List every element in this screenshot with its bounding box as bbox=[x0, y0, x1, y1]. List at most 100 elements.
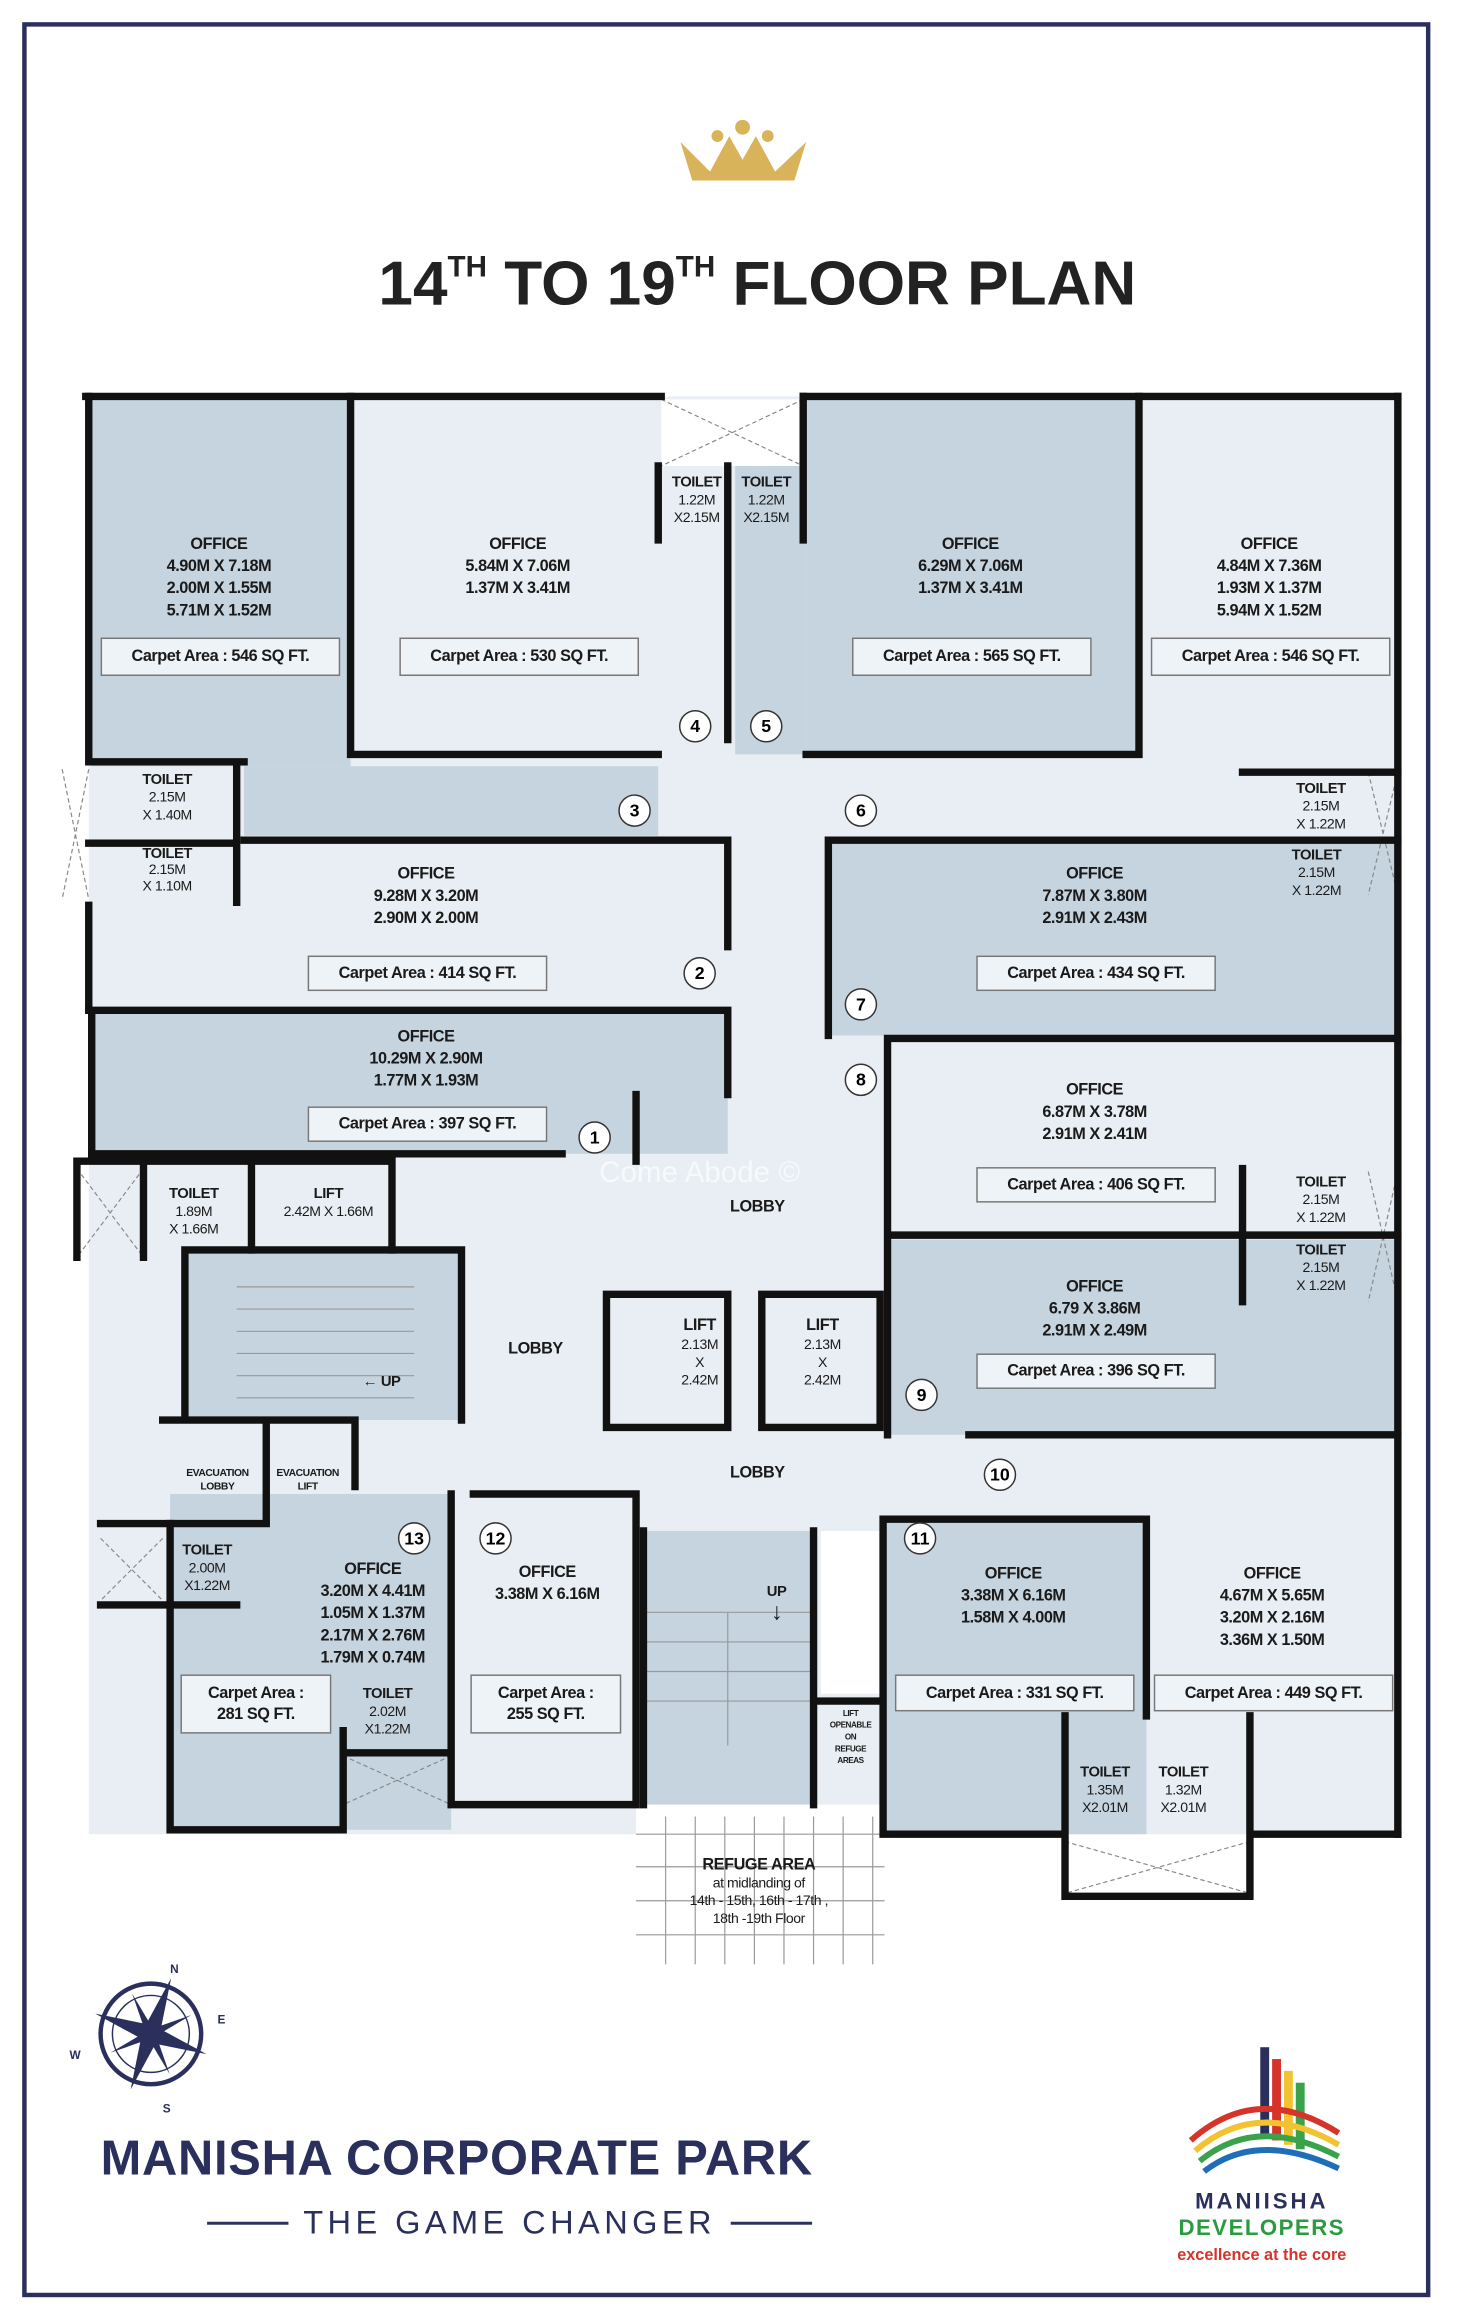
office-dims: 7.87M X 3.80M bbox=[1042, 887, 1147, 906]
office-dims: 3.36M X 1.50M bbox=[1219, 1631, 1325, 1650]
office-dims: 2.17M X 2.76M bbox=[320, 1627, 426, 1645]
office-label: OFFICE bbox=[1066, 1081, 1124, 1100]
office-dims: 3.20M X 2.16M bbox=[1219, 1609, 1325, 1628]
office-dims: 4.84M X 7.36M bbox=[1216, 557, 1322, 576]
project-tagline: THE GAME CHANGER bbox=[207, 2204, 813, 2242]
svg-text:E: E bbox=[217, 2013, 225, 2027]
carpet-area: Carpet Area :255 SQ FT. bbox=[470, 1674, 622, 1734]
carpet-area: Carpet Area : 530 SQ FT. bbox=[399, 637, 640, 676]
page-border bbox=[22, 22, 1431, 2298]
office-label: OFFICE bbox=[1240, 535, 1298, 554]
project-name: MANISHA CORPORATE PARK bbox=[100, 2130, 813, 2185]
office-dims: 3.20M X 4.41M bbox=[320, 1582, 426, 1601]
unit-number: 6 bbox=[844, 794, 878, 827]
office-dims: 3.38M X 6.16M bbox=[960, 1587, 1066, 1605]
office-dims: 2.91M X 2.49M bbox=[1042, 1322, 1147, 1341]
unit-number: 1 bbox=[578, 1121, 611, 1154]
stair-up-label: ← UP bbox=[362, 1374, 401, 1391]
office-dims: 10.29M X 2.90M bbox=[369, 1050, 483, 1068]
carpet-area: Carpet Area : 546 SQ FT. bbox=[100, 637, 341, 676]
unit-number: 7 bbox=[844, 988, 878, 1021]
developer-name: MANIISHA bbox=[1195, 2189, 1329, 2215]
office-dims: 3.38M X 6.16M bbox=[495, 1585, 600, 1604]
carpet-area: Carpet Area :281 SQ FT. bbox=[180, 1674, 332, 1734]
carpet-area: Carpet Area : 449 SQ FT. bbox=[1153, 1674, 1394, 1712]
office-label: OFFICE bbox=[344, 1560, 402, 1579]
office-dims: 6.87M X 3.78M bbox=[1042, 1103, 1147, 1122]
carpet-area: Carpet Area : 565 SQ FT. bbox=[852, 637, 1092, 676]
office-dims: 2.91M X 2.41M bbox=[1042, 1125, 1147, 1144]
carpet-area: Carpet Area : 397 SQ FT. bbox=[307, 1106, 548, 1142]
office-dims: 6.29M X 7.06M bbox=[918, 557, 1023, 576]
office-dims: 1.37M X 3.41M bbox=[465, 579, 571, 598]
office-dims: 1.37M X 3.41M bbox=[918, 579, 1023, 598]
office-dims: 2.00M X 1.55M bbox=[166, 579, 272, 598]
crown-icon bbox=[680, 119, 807, 181]
office-dims: 5.94M X 1.52M bbox=[1216, 602, 1322, 620]
unit-number: 10 bbox=[983, 1458, 1017, 1492]
office-dims: 4.67M X 5.65M bbox=[1219, 1587, 1325, 1605]
office-dims: 2.91M X 2.43M bbox=[1042, 909, 1147, 928]
unit-number: 3 bbox=[618, 794, 651, 827]
office-dims: 1.77M X 1.93M bbox=[373, 1072, 479, 1091]
unit-number: 8 bbox=[844, 1063, 878, 1097]
office-label: OFFICE bbox=[941, 535, 999, 554]
carpet-area: Carpet Area : 414 SQ FT. bbox=[307, 955, 548, 992]
carpet-area: Carpet Area : 434 SQ FT. bbox=[976, 955, 1216, 992]
carpet-area: Carpet Area : 406 SQ FT. bbox=[976, 1167, 1216, 1203]
office-dims: 1.79M X 0.74M bbox=[320, 1649, 426, 1668]
office-label: OFFICE bbox=[190, 535, 248, 554]
office-dims: 2.90M X 2.00M bbox=[373, 909, 479, 928]
lobby-label: LOBBY bbox=[508, 1340, 563, 1358]
unit-number: 5 bbox=[749, 710, 783, 743]
office-dims: 1.58M X 4.00M bbox=[960, 1609, 1066, 1628]
office-dims: 5.84M X 7.06M bbox=[465, 557, 571, 576]
developer-slogan: excellence at the core bbox=[1177, 2246, 1347, 2265]
office-dims: 6.79 X 3.86M bbox=[1048, 1300, 1141, 1318]
page-title: 14TH TO 19TH FLOOR PLAN bbox=[378, 248, 1137, 319]
office-label: OFFICE bbox=[984, 1564, 1042, 1583]
carpet-area: Carpet Area : 331 SQ FT. bbox=[894, 1674, 1135, 1712]
carpet-area: Carpet Area : 546 SQ FT. bbox=[1150, 637, 1391, 676]
developer-name-2: DEVELOPERS bbox=[1178, 2215, 1345, 2241]
unit-number: 9 bbox=[905, 1378, 938, 1412]
office-dims: 1.05M X 1.37M bbox=[320, 1604, 426, 1623]
svg-text:N: N bbox=[170, 1962, 179, 1976]
developer-logo-icon bbox=[1188, 2047, 1341, 2174]
office-label: OFFICE bbox=[397, 1028, 455, 1046]
office-label: OFFICE bbox=[489, 535, 547, 554]
lobby-label: LOBBY bbox=[729, 1198, 785, 1216]
office-label: OFFICE bbox=[1066, 1278, 1124, 1296]
unit-number: 2 bbox=[683, 957, 716, 990]
svg-text:S: S bbox=[163, 2101, 171, 2115]
svg-text:W: W bbox=[70, 2048, 82, 2062]
carpet-area: Carpet Area : 396 SQ FT. bbox=[976, 1353, 1216, 1389]
office-label: OFFICE bbox=[518, 1563, 576, 1582]
watermark: Come Abode © bbox=[599, 1156, 801, 1190]
office-label: OFFICE bbox=[1066, 865, 1124, 884]
office-dims: 4.90M X 7.18M bbox=[166, 557, 272, 576]
unit-number: 13 bbox=[397, 1522, 431, 1555]
office-dims: 1.93M X 1.37M bbox=[1216, 579, 1322, 598]
office-dims: 5.71M X 1.52M bbox=[166, 602, 272, 620]
